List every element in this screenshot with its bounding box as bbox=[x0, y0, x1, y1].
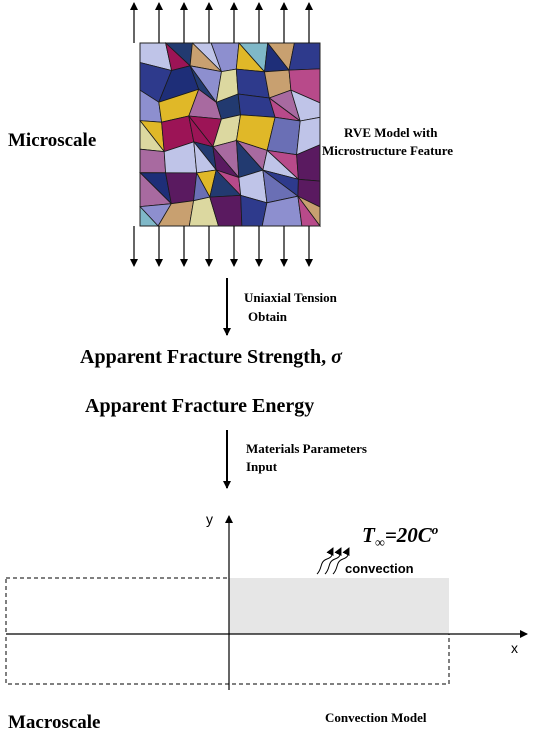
physical-domain-region bbox=[229, 578, 449, 634]
convection-arrow-2 bbox=[332, 547, 350, 575]
sigma-symbol: σ bbox=[331, 346, 342, 368]
grain-36 bbox=[139, 148, 167, 174]
grain-10 bbox=[288, 42, 321, 71]
fracture-strength-text: Apparent Fracture Strength, bbox=[80, 346, 332, 368]
convection-model-label: Convection Model bbox=[325, 710, 427, 725]
macroscale-label: Macroscale bbox=[8, 712, 101, 733]
x-axis-label: x bbox=[511, 640, 518, 656]
rve-border bbox=[139, 42, 321, 227]
convection-arrows bbox=[316, 547, 350, 575]
convection-arrow-1 bbox=[324, 547, 342, 575]
convection-arrow-0 bbox=[316, 547, 334, 575]
grain-49 bbox=[165, 172, 198, 205]
mirrored-domain-lower-right bbox=[228, 633, 450, 685]
ambient-temperature-label: T∞=20Co bbox=[362, 522, 438, 552]
degree-symbol: o bbox=[431, 522, 439, 537]
mirrored-domain-lower-left bbox=[5, 633, 230, 685]
rve-model-label-line1: RVE Model with bbox=[344, 125, 438, 140]
t-inf-value: =20C bbox=[384, 523, 432, 547]
rve-microstructure bbox=[139, 41, 321, 228]
y-axis-label: y bbox=[206, 511, 213, 527]
mirrored-domain-upper-left bbox=[5, 577, 230, 635]
fracture-energy-label: Apparent Fracture Energy bbox=[85, 395, 315, 417]
tension-arrows bbox=[130, 2, 313, 267]
infinity-subscript: ∞ bbox=[374, 536, 385, 552]
input-label: Input bbox=[246, 459, 278, 474]
t-inf-symbol: T bbox=[362, 523, 375, 547]
uniaxial-tension-label: Uniaxial Tension bbox=[244, 290, 337, 305]
fracture-strength-label: Apparent Fracture Strength, σ bbox=[80, 346, 342, 369]
rve-model-label-line2: Microstructure Feature bbox=[322, 143, 454, 158]
convection-label: convection bbox=[345, 561, 414, 576]
grain-16 bbox=[235, 68, 270, 99]
microscale-label: Microscale bbox=[8, 130, 97, 151]
materials-parameters-label: Materials Parameters bbox=[246, 441, 367, 456]
obtain-label: Obtain bbox=[248, 309, 288, 324]
